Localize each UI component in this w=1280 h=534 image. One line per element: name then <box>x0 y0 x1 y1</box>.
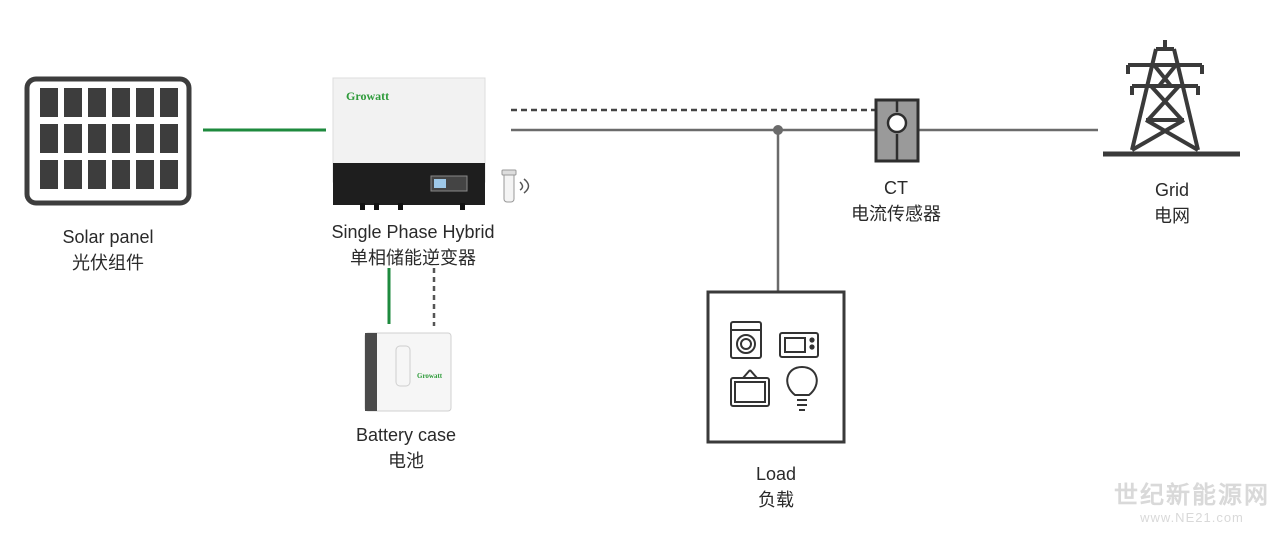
grid-label-en: Grid <box>1154 180 1189 200</box>
solar-cell <box>160 160 178 189</box>
tv-icon <box>730 369 770 407</box>
solar-cell <box>112 124 130 153</box>
battery-label-cn: 电池 <box>388 451 424 471</box>
solar-cell <box>64 88 82 117</box>
watermark-line1: 世纪新能源网 <box>1114 482 1270 509</box>
solar-cell <box>64 124 82 153</box>
ct-label-cn: 电流传感器 <box>851 204 941 224</box>
solar-cell <box>88 160 106 189</box>
inverter-device: Growatt <box>332 77 486 210</box>
junction-dot <box>773 125 783 135</box>
microwave-icon <box>779 332 819 358</box>
solar-panel-label: Solar panel 光伏组件 <box>28 224 188 276</box>
solar-cell <box>160 88 178 117</box>
solar-panel-label-en: Solar panel <box>62 227 154 247</box>
watermark: 世纪新能源网 www.NE21.com <box>1114 482 1270 526</box>
solar-panel-label-cn: 光伏组件 <box>72 253 144 273</box>
grid-label-cn: 电网 <box>1154 206 1190 226</box>
load-box <box>706 290 846 444</box>
solar-cell <box>160 124 178 153</box>
inverter-brand-logo: Growatt <box>346 89 389 103</box>
solar-cell <box>40 88 58 117</box>
solar-cell <box>136 88 154 117</box>
ct-sensor-icon <box>874 98 920 163</box>
solar-cell <box>112 88 130 117</box>
inverter-label-cn: 单相储能逆变器 <box>350 248 476 268</box>
load-label-cn: 负载 <box>758 490 794 510</box>
solar-cell <box>136 160 154 189</box>
wifi-stick-icon <box>501 169 530 203</box>
solar-cell <box>40 160 58 189</box>
ct-label-en: CT <box>884 178 908 198</box>
solar-panel-icon <box>24 76 192 206</box>
inverter-label-en: Single Phase Hybrid <box>331 222 495 242</box>
battery-label: Battery case 电池 <box>326 422 486 474</box>
solar-cell <box>88 124 106 153</box>
battery-icon: Growatt <box>364 332 452 412</box>
solar-cell <box>112 160 130 189</box>
grid-label: Grid 电网 <box>1122 177 1222 229</box>
power-tower-icon <box>1103 40 1240 157</box>
load-label-en: Load <box>755 464 797 484</box>
solar-cell <box>40 124 58 153</box>
solar-cell <box>88 88 106 117</box>
inverter-label: Single Phase Hybrid 单相储能逆变器 <box>303 219 523 271</box>
solar-cell <box>136 124 154 153</box>
light-bulb-icon <box>786 365 818 411</box>
watermark-line2: www.NE21.com <box>1140 510 1244 525</box>
battery-label-en: Battery case <box>355 425 457 445</box>
battery-brand-logo: Growatt <box>417 372 443 380</box>
load-label: Load 负载 <box>726 461 826 513</box>
washing-machine-icon <box>730 321 762 359</box>
ct-label: CT 电流传感器 <box>836 175 956 227</box>
solar-cell <box>64 160 82 189</box>
